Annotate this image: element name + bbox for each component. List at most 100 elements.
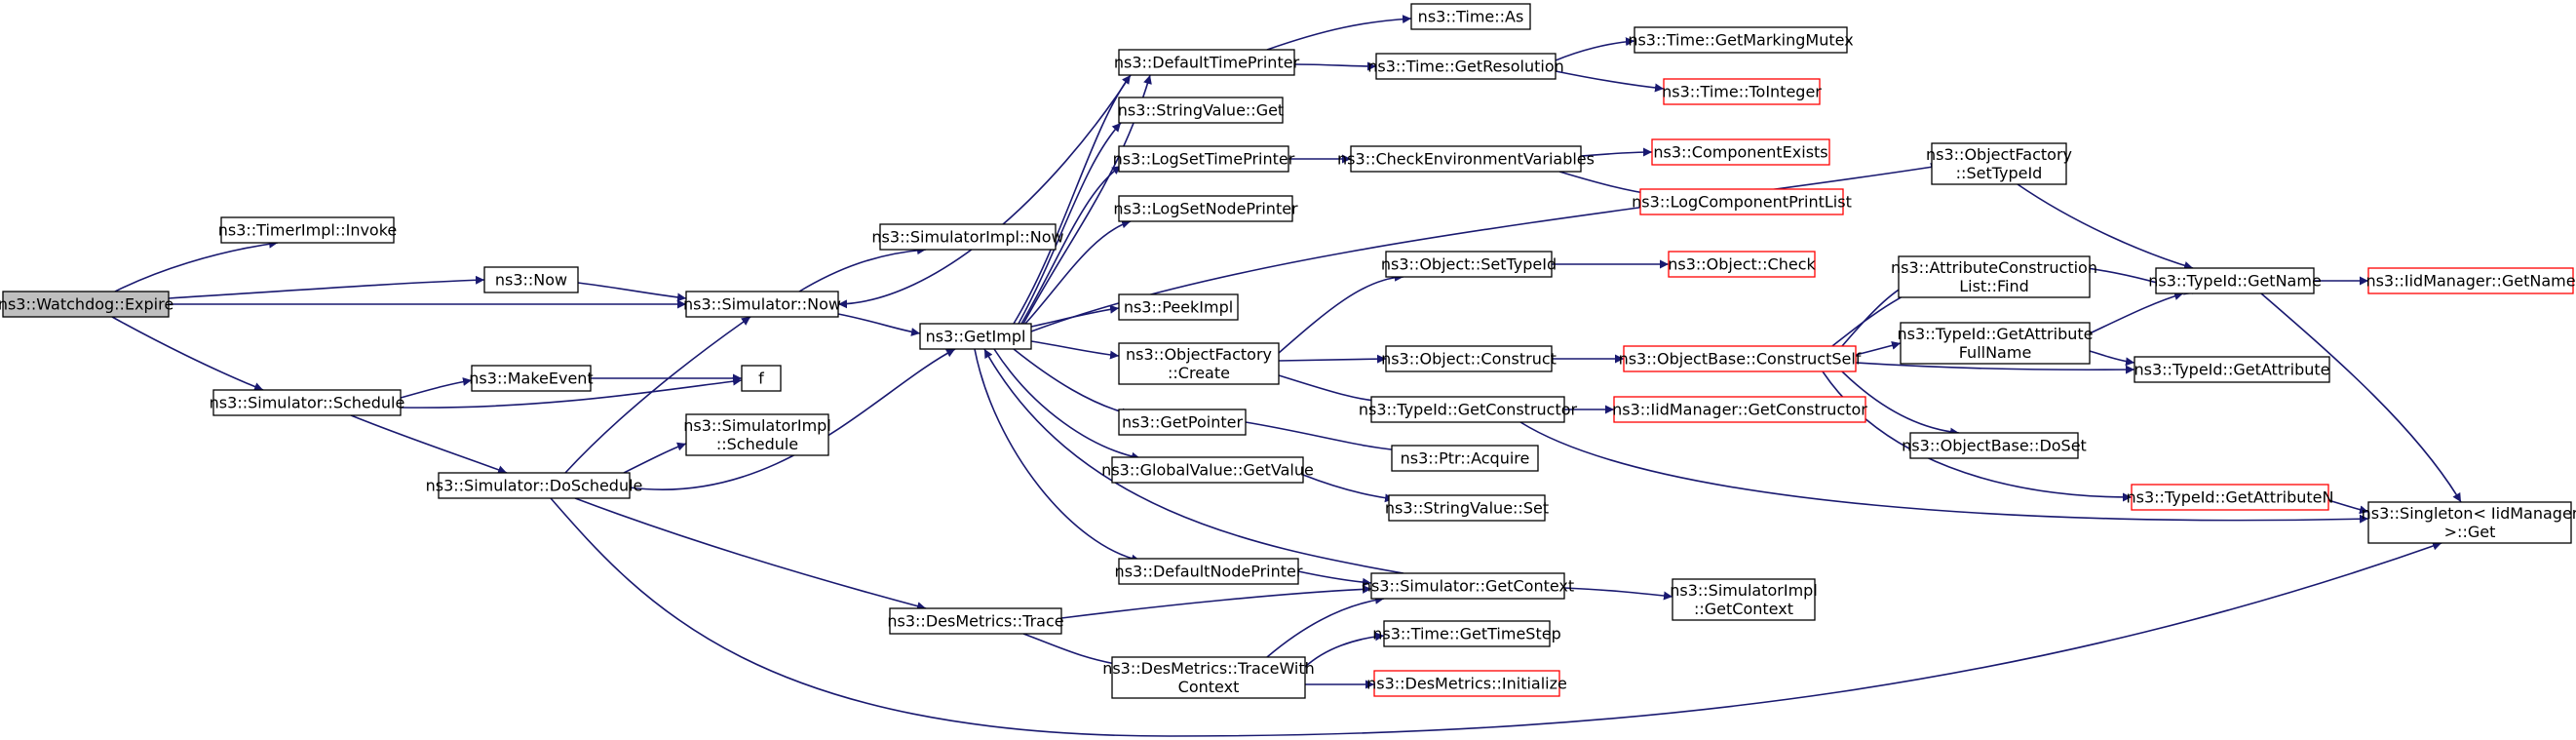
- node-sim-getcontext[interactable]: ns3::Simulator::GetContext: [1362, 572, 1574, 600]
- node-logsetnodeprinter[interactable]: ns3::LogSetNodePrinter: [1113, 195, 1298, 222]
- node-doschedule[interactable]: ns3::Simulator::DoSchedule: [426, 472, 643, 499]
- node-componentexists[interactable]: ns3::ComponentExists: [1651, 138, 1830, 166]
- node-obj-check[interactable]: ns3::Object::Check: [1668, 251, 1817, 278]
- node-simimpl-getctx[interactable]: ns3::SimulatorImpl::GetContext: [1670, 578, 1818, 621]
- node-label: ns3::StringValue::Set: [1385, 499, 1549, 518]
- node-time-as[interactable]: ns3::Time::As: [1410, 3, 1531, 30]
- node-typeid-getctor[interactable]: ns3::TypeId::GetConstructor: [1359, 396, 1578, 423]
- node-globalvalue-get[interactable]: ns3::GlobalValue::GetValue: [1101, 456, 1314, 484]
- edge-doschedule-to-sim_now: [564, 316, 751, 474]
- edge-getimpl-to-getpointer: [1013, 348, 1132, 417]
- node-expire[interactable]: ns3::Watchdog::Expire: [0, 291, 173, 318]
- edge-typeid_getattrfull-to-typeid_getname: [2089, 292, 2184, 334]
- node-time-getmarking[interactable]: ns3::Time::GetMarkingMutex: [1628, 26, 1854, 54]
- edge-getimpl-to-peekimpl: [1030, 304, 1120, 328]
- node-box: [2367, 501, 2572, 544]
- node-peekimpl[interactable]: ns3::PeekImpl: [1118, 293, 1239, 321]
- node-label: ns3::MakeEvent: [469, 370, 593, 388]
- node-iid-getctor[interactable]: ns3::IidManager::GetConstructor: [1612, 396, 1867, 423]
- node-box: [1118, 558, 1299, 585]
- node-box: [1388, 494, 1546, 522]
- node-box: [2367, 267, 2574, 294]
- node-ptr-acquire[interactable]: ns3::Ptr::Acquire: [1391, 445, 1539, 472]
- edge-sim_getcontext-to-simimpl_getctx: [1563, 587, 1673, 601]
- node-box: [1370, 396, 1565, 423]
- edge-getimpl-to-logsettimeprinter: [1020, 165, 1122, 325]
- node-f[interactable]: f: [741, 365, 782, 392]
- node-box: [1370, 572, 1565, 600]
- node-label: ns3::Time::As: [1418, 8, 1524, 26]
- node-label: ns3::GetPointer: [1122, 413, 1244, 432]
- node-simimpl-schedule[interactable]: ns3::SimulatorImpl::Schedule: [683, 413, 831, 456]
- node-box: [1672, 578, 1816, 621]
- node-label: ns3::Object::Check: [1668, 255, 1816, 274]
- node-time-getres[interactable]: ns3::Time::GetResolution: [1367, 53, 1564, 80]
- edge-constructself-to-typeid_getattr: [1855, 362, 2135, 374]
- edge-now-to-sim_now: [577, 282, 687, 302]
- node-desmetrics-init[interactable]: ns3::DesMetrics::Initialize: [1366, 670, 1567, 697]
- node-box: [220, 216, 395, 244]
- node-logsettimeprinter[interactable]: ns3::LogSetTimePrinter: [1113, 145, 1295, 173]
- node-label: ::Create: [1168, 364, 1230, 382]
- node-label: ns3::TypeId::GetName: [2148, 272, 2322, 291]
- node-label: ns3::GlobalValue::GetValue: [1101, 461, 1314, 480]
- edge-constructself-to-objbase_doset: [1841, 370, 1960, 437]
- node-label: ns3::GetImpl: [926, 328, 1026, 346]
- node-now[interactable]: ns3::Now: [483, 266, 579, 293]
- edge-sim_getcontext-to-getimpl: [983, 348, 1404, 574]
- node-deftimeprinter[interactable]: ns3::DefaultTimePrinter: [1114, 49, 1300, 76]
- node-label: ns3::Simulator::GetContext: [1362, 577, 1574, 596]
- node-logcomplist[interactable]: ns3::LogComponentPrintList: [1632, 188, 1852, 215]
- node-objfactory-settypeid[interactable]: ns3::ObjectFactory::SetTypeId: [1926, 142, 2072, 185]
- node-checkenv[interactable]: ns3::CheckEnvironmentVariables: [1337, 145, 1595, 173]
- node-typeid-getattrn[interactable]: ns3::TypeId::GetAttributeN: [2127, 484, 2334, 511]
- node-sim-schedule[interactable]: ns3::Simulator::Schedule: [210, 389, 405, 416]
- node-time-gettimestep[interactable]: ns3::Time::GetTimeStep: [1372, 620, 1561, 647]
- node-box: [1931, 142, 2067, 185]
- node-objfactory-create[interactable]: ns3::ObjectFactory::Create: [1118, 342, 1280, 385]
- node-timer-invoke[interactable]: ns3::TimerImpl::Invoke: [218, 216, 398, 244]
- edges-layer: [111, 15, 2462, 737]
- node-box: [741, 365, 782, 392]
- node-time-tointeger[interactable]: ns3::Time::ToInteger: [1662, 78, 1822, 105]
- node-label: ns3::Simulator::Now: [683, 295, 841, 314]
- node-simimpl-now[interactable]: ns3::SimulatorImpl::Now: [871, 223, 1064, 251]
- node-box: [1391, 445, 1539, 472]
- edge-objfactory_create-to-typeid_getctor: [1278, 374, 1385, 406]
- node-box: [685, 413, 829, 456]
- edge-deftimeprinter-to-sim_now: [837, 74, 1132, 309]
- node-obj-settypeid[interactable]: ns3::Object::SetTypeId: [1381, 251, 1557, 278]
- node-singleton-get[interactable]: ns3::Singleton< IidManager >::Get: [2362, 501, 2576, 544]
- edge-sim_now-to-getimpl: [837, 313, 921, 336]
- node-sim-now[interactable]: ns3::Simulator::Now: [683, 291, 841, 318]
- edge-objfactory_create-to-obj_settypeid: [1278, 272, 1404, 354]
- node-box: [1118, 342, 1280, 385]
- node-box: [1118, 145, 1289, 173]
- node-objbase-doset[interactable]: ns3::ObjectBase::DoSet: [1902, 432, 2087, 459]
- node-stringvalue-set[interactable]: ns3::StringValue::Set: [1385, 494, 1549, 522]
- node-typeid-getattr[interactable]: ns3::TypeId::GetAttribute: [2134, 356, 2330, 383]
- edge-sim_schedule-to-makeevent: [400, 377, 473, 399]
- node-label: ns3::StringValue::Get: [1118, 101, 1284, 120]
- node-box: [1118, 49, 1295, 76]
- node-label: ns3::Singleton< IidManager: [2362, 504, 2576, 523]
- node-obj-construct[interactable]: ns3::Object::Construct: [1381, 345, 1557, 372]
- node-label: ns3::TypeId::GetAttribute: [2134, 361, 2329, 379]
- node-label: ns3::ObjectFactory: [1126, 345, 1272, 364]
- node-desmetrics-trace[interactable]: ns3::DesMetrics::Trace: [887, 607, 1064, 635]
- edge-expire-to-sim_schedule: [111, 316, 264, 391]
- node-typeid-getname[interactable]: ns3::TypeId::GetName: [2148, 267, 2322, 294]
- node-getimpl[interactable]: ns3::GetImpl: [919, 323, 1032, 350]
- edge-typeid_getattrn-to-singleton_get: [2327, 499, 2369, 515]
- node-getpointer[interactable]: ns3::GetPointer: [1118, 409, 1247, 436]
- node-defnodeprinter[interactable]: ns3::DefaultNodePrinter: [1115, 558, 1303, 585]
- node-label: List::Find: [1959, 277, 2029, 295]
- node-iid-getname[interactable]: ns3::IidManager::GetName: [2365, 267, 2576, 294]
- node-stringvalue-get[interactable]: ns3::StringValue::Get: [1118, 97, 1284, 124]
- node-constructself[interactable]: ns3::ObjectBase::ConstructSelf: [1619, 345, 1862, 372]
- node-makeevent[interactable]: ns3::MakeEvent: [469, 365, 594, 392]
- node-label: Context: [1178, 678, 1240, 696]
